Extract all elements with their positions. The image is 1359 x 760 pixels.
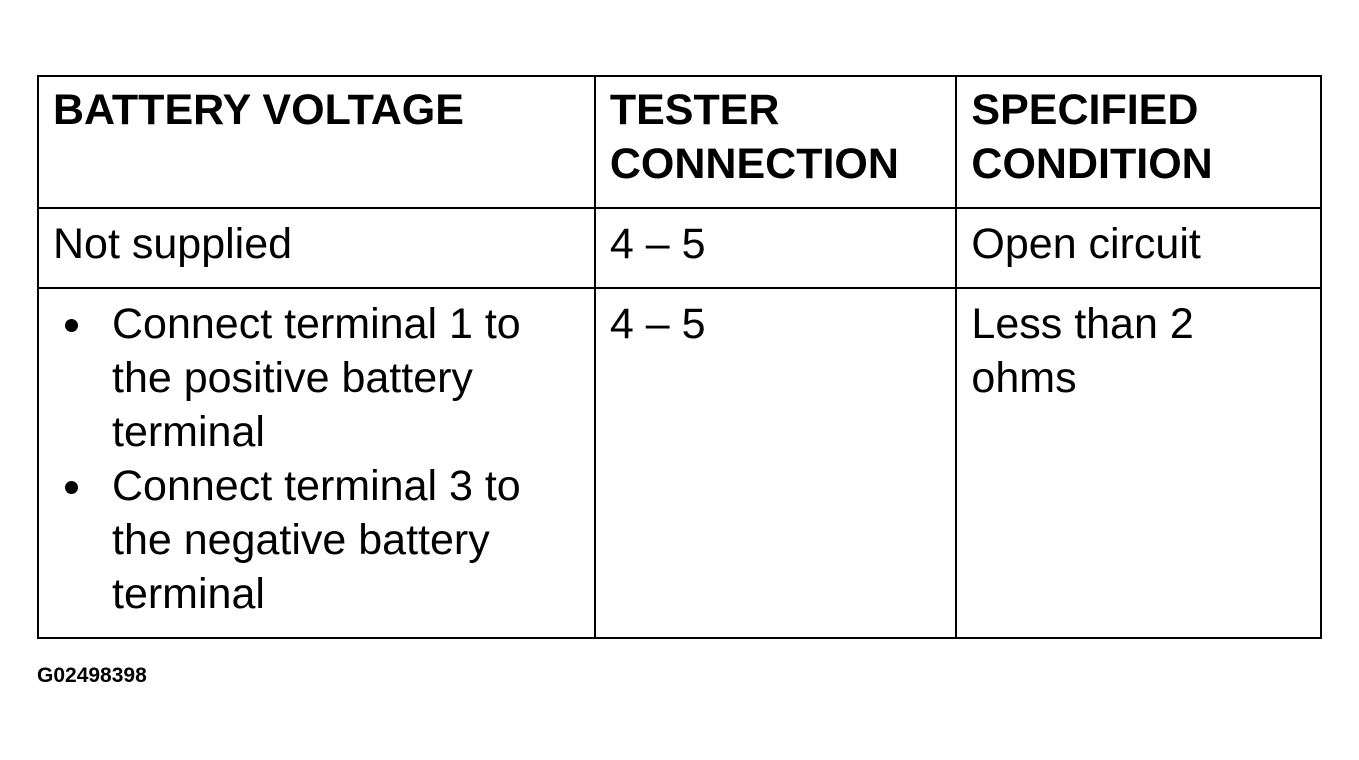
specification-table: BATTERY VOLTAGE TESTER CONNECTION SPECIF…: [37, 75, 1322, 639]
figure-code: G02498398: [37, 664, 147, 687]
header-specified-condition: SPECIFIED CONDITION: [955, 75, 1322, 209]
table-header-row: BATTERY VOLTAGE TESTER CONNECTION SPECIF…: [37, 75, 1322, 209]
list-item: Connect terminal 3 to the negative batte…: [53, 459, 582, 621]
connection-steps-list: Connect terminal 1 to the positive batte…: [53, 297, 582, 621]
list-item: Connect terminal 1 to the positive batte…: [53, 297, 582, 459]
cell-specified-condition: Less than 2 ohms: [955, 287, 1322, 639]
cell-battery-voltage: Connect terminal 1 to the positive batte…: [37, 287, 596, 639]
table-row: Connect terminal 1 to the positive batte…: [37, 287, 1322, 639]
step-text: Connect terminal 1 to the positive batte…: [112, 300, 521, 456]
header-battery-voltage: BATTERY VOLTAGE: [37, 75, 596, 209]
step-text: Connect terminal 3 to the negative batte…: [112, 462, 521, 618]
cell-battery-voltage: Not supplied: [37, 207, 596, 289]
cell-tester-connection: 4 – 5: [593, 207, 958, 289]
table-row: Not supplied 4 – 5 Open circuit: [37, 207, 1322, 289]
cell-tester-connection: 4 – 5: [593, 287, 958, 639]
header-tester-connection: TESTER CONNECTION: [593, 75, 958, 209]
bullet-icon: [65, 319, 78, 332]
cell-specified-condition: Open circuit: [955, 207, 1322, 289]
bullet-icon: [65, 481, 78, 494]
